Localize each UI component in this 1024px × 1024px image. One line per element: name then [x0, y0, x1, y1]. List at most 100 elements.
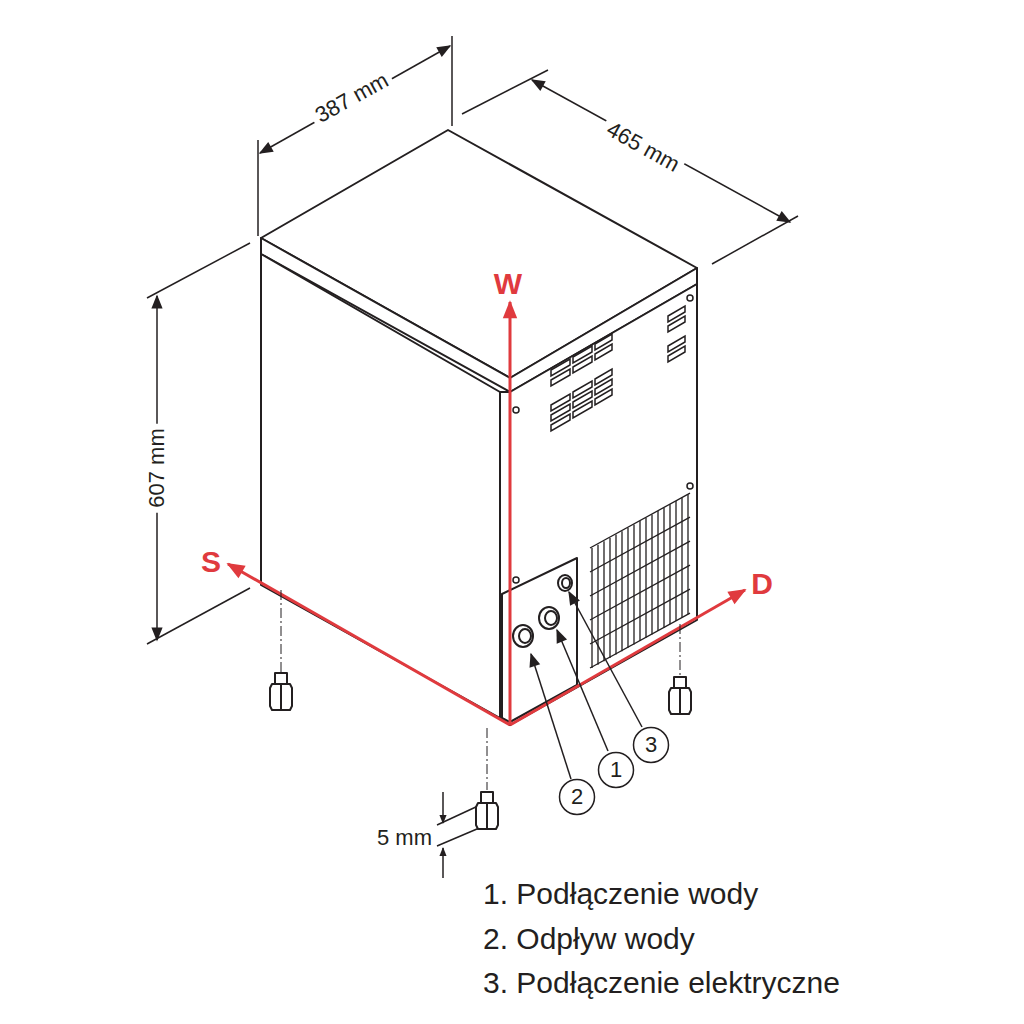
- dimension-lines: [712, 216, 798, 264]
- dimension-lines: [462, 70, 548, 114]
- fitting: [562, 578, 570, 588]
- grille-slat: [651, 514, 652, 634]
- axis-label: S: [201, 545, 221, 578]
- dimension-label: 607 mm: [145, 423, 169, 512]
- callout-number: 1: [597, 751, 635, 789]
- dimension-label: 5 mm: [377, 826, 432, 850]
- screws: [513, 407, 519, 413]
- screws: [687, 483, 693, 489]
- vent-slots: [573, 401, 592, 418]
- dimension-lines: [442, 792, 444, 823]
- foot: [679, 688, 681, 714]
- callout-leaders: [569, 592, 642, 727]
- axis-label: W: [494, 267, 522, 300]
- grille-slat: [681, 498, 682, 618]
- grille-bar: [590, 541, 690, 596]
- callout-leaders: [531, 654, 571, 779]
- dimension-lines: [532, 80, 790, 222]
- grille-slat: [609, 538, 610, 658]
- foot: [669, 677, 691, 714]
- grille-slat: [687, 494, 688, 614]
- screws: [513, 577, 519, 583]
- dimension-lines: [257, 140, 259, 236]
- foot-axes: [487, 728, 488, 790]
- fitting: [558, 575, 572, 591]
- callout-circle: 3: [632, 726, 670, 764]
- callout-circle: 2: [558, 778, 596, 816]
- foot: [280, 684, 282, 710]
- dimension-lines: [260, 46, 450, 153]
- grille-slat: [657, 511, 658, 631]
- screws: [687, 295, 693, 301]
- dimension-lines: [147, 243, 250, 298]
- connection-panel: [502, 558, 577, 722]
- axis-label: D: [751, 567, 773, 600]
- grille-slat: [615, 535, 616, 655]
- grille-slat: [675, 501, 676, 621]
- machine-body: [261, 254, 500, 718]
- foot: [674, 677, 686, 688]
- vent-slots: [668, 346, 685, 362]
- callout-number: 2: [558, 778, 596, 816]
- grille-slat: [621, 531, 622, 651]
- grille-slat: [591, 548, 592, 668]
- vent-slots: [668, 316, 685, 332]
- callout-leaders: [531, 592, 642, 779]
- red-axes: [228, 302, 745, 725]
- callout-circle: 1: [597, 751, 635, 789]
- dimension-label: 387 mm: [307, 66, 397, 131]
- foot-axes: [680, 624, 681, 676]
- callout-number: 3: [632, 726, 670, 764]
- foot: [486, 803, 488, 829]
- grille-bar: [590, 517, 690, 572]
- grille-slat: [627, 528, 628, 648]
- feet: [270, 673, 691, 829]
- dimension-lines: [442, 848, 444, 878]
- grille-slat: [639, 521, 640, 641]
- dimension-lines: [451, 36, 453, 126]
- legend-line: 2. Odpływ wody: [483, 922, 695, 955]
- vent-slots: [551, 414, 570, 431]
- callout-leaders: [557, 630, 608, 751]
- grille-slat: [603, 541, 604, 661]
- foot: [476, 792, 498, 829]
- fitting: [545, 611, 557, 625]
- dimension-lines: [147, 36, 798, 878]
- vent-slots: [551, 306, 685, 431]
- red-axes: [510, 590, 745, 725]
- foot: [275, 673, 287, 684]
- machine-body: [261, 130, 697, 725]
- red-axes: [509, 302, 512, 725]
- red-axes: [228, 564, 510, 725]
- legend-line: 1. Podłączenie wody: [483, 877, 758, 910]
- foot: [669, 688, 691, 714]
- grille-bar: [590, 565, 690, 620]
- foot: [481, 792, 493, 803]
- vent-grille: [590, 493, 690, 668]
- dimension-lines: [147, 588, 250, 644]
- foot-axes: [281, 590, 680, 790]
- fitting: [558, 575, 572, 591]
- foot-axes: [281, 590, 282, 672]
- grille-slat: [669, 504, 670, 624]
- vent-slots: [595, 344, 612, 360]
- fitting: [539, 607, 559, 629]
- fitting: [539, 607, 559, 629]
- fitting: [513, 625, 533, 647]
- legend-line: 3. Podłączenie elektryczne: [483, 966, 840, 999]
- grille-slat: [663, 508, 664, 628]
- fitting: [519, 629, 531, 643]
- grille-slat: [645, 518, 646, 638]
- dimension-lines: [437, 806, 478, 825]
- foot: [270, 673, 292, 710]
- screws: [513, 295, 693, 583]
- grille-bar: [590, 493, 690, 548]
- foot: [476, 803, 498, 829]
- grille-bar: [590, 589, 690, 644]
- vent-slots: [551, 369, 570, 386]
- foot: [270, 684, 292, 710]
- dimension-label: 465 mm: [598, 115, 688, 180]
- vent-slots: [595, 389, 612, 405]
- connection-panel: [502, 558, 577, 722]
